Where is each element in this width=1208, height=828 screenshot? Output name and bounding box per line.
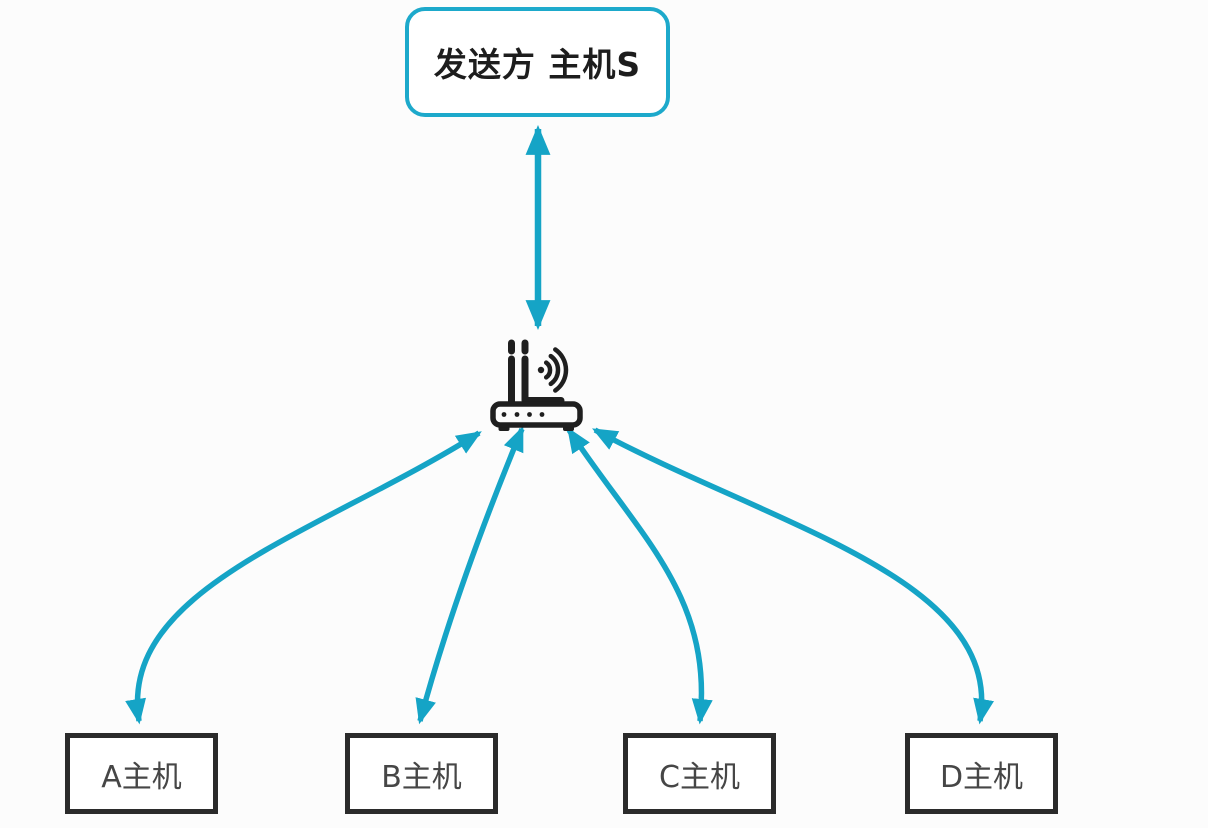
sender-label: 发送方 主机S: [433, 45, 642, 84]
link-router-hostC-arrow: [566, 427, 713, 725]
link-router-hostB-arrow: [415, 425, 525, 725]
link-router-hostD-arrow: [592, 427, 994, 725]
host-node-a: A主机: [65, 733, 218, 814]
host-node-c: C主机: [623, 733, 776, 814]
host-label-b: B主机: [381, 759, 462, 795]
router-foot-right: [563, 423, 574, 431]
wifi-signal-dot: [537, 366, 545, 374]
host-label-a: A主机: [101, 759, 182, 795]
host-node-d: D主机: [905, 733, 1058, 814]
router-led-3: [527, 412, 532, 417]
router-foot-left: [498, 423, 510, 431]
host-label-d: D主机: [939, 759, 1024, 795]
host-label-c: C主机: [659, 759, 740, 795]
wifi-signal-arc-1: [543, 360, 553, 380]
wifi-router-icon: [490, 339, 583, 431]
router-antenna-right: [521, 355, 565, 404]
link-router-hostA-arrow: [125, 430, 482, 725]
router-led-2: [514, 412, 520, 417]
wifi-signal-arc-3: [553, 347, 569, 393]
router-led-1: [501, 412, 507, 417]
wifi-signal-arc-2: [548, 353, 561, 387]
sender-node: 发送方 主机S: [405, 7, 670, 117]
router-body: [490, 401, 583, 428]
router-led-4: [539, 412, 545, 417]
host-node-b: B主机: [345, 733, 498, 814]
